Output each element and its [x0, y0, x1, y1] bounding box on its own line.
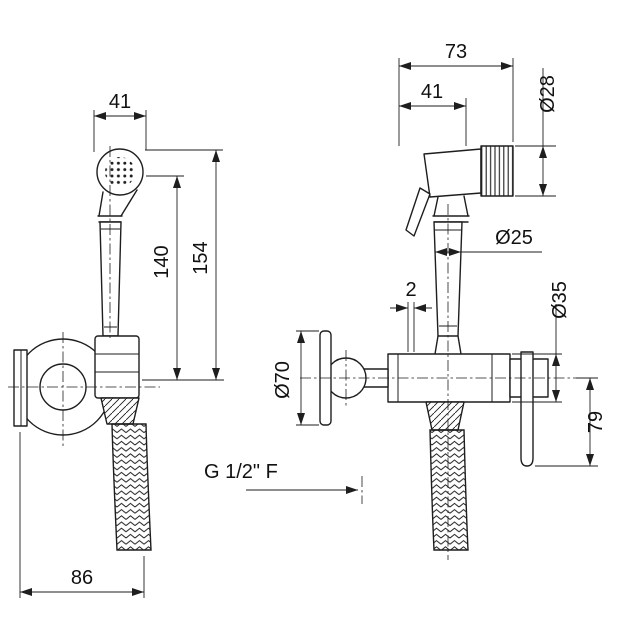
spray-nozzles: [105, 157, 135, 187]
dim-side-head-overall: 73: [398, 41, 514, 146]
shower-handle-front: [99, 221, 122, 337]
dim-label-140: 140: [151, 245, 173, 278]
spray-lever: [405, 187, 431, 237]
shower-hose-side: [425, 401, 469, 551]
dim-label-79: 79: [585, 411, 607, 433]
flexible-hose-side: [429, 429, 469, 551]
centerlines-side: [300, 204, 576, 560]
bracket-socket: [94, 335, 140, 399]
dim-label-diameter-70: Ø70: [272, 361, 294, 399]
dim-label-41-side: 41: [421, 81, 443, 103]
centerlines-front: [8, 146, 160, 446]
shower-hose-front: [100, 397, 152, 551]
dim-label-diameter-25: Ø25: [495, 227, 533, 249]
dim-handwheel-diameter: Ø70: [272, 330, 319, 426]
shower-head-side: [423, 148, 482, 198]
dim-label-2: 2: [405, 279, 416, 301]
dim-label-154: 154: [190, 241, 212, 274]
dim-front-overall-height: 154: [145, 149, 223, 380]
dim-front-height-to-spray: 140: [142, 175, 224, 381]
hose-nut-side: [426, 402, 464, 430]
hose-nut-front: [101, 398, 139, 424]
dim-cap-diameter: Ø28: [515, 68, 559, 197]
dim-handle-diameter: Ø25: [435, 227, 542, 256]
dim-holder-drop: 79: [535, 377, 607, 467]
hand-shower-side: [405, 145, 514, 355]
dim-valve-diameter: Ø35: [512, 281, 571, 403]
dim-label-73: 73: [445, 41, 467, 63]
dim-side-head-body: 41: [399, 81, 467, 146]
side-view: 73 41 Ø28 Ø25 2: [204, 41, 607, 560]
thread-label: G 1/2" F: [204, 461, 278, 483]
dim-label-86: 86: [71, 567, 93, 589]
thread-callout: G 1/2" F: [204, 461, 358, 494]
holder-pin: [520, 351, 534, 467]
front-view: 41 140 154 86: [8, 91, 224, 598]
flexible-hose-front: [111, 423, 152, 551]
dim-label-41-front: 41: [109, 91, 131, 113]
hand-shower-front: [94, 148, 144, 399]
dim-label-diameter-35: Ø35: [549, 281, 571, 319]
dim-label-diameter-28: Ø28: [537, 75, 559, 113]
dim-front-head-width: 41: [93, 91, 147, 152]
dim-front-base-width: 86: [19, 432, 145, 598]
dim-offset-2: 2: [390, 279, 432, 352]
